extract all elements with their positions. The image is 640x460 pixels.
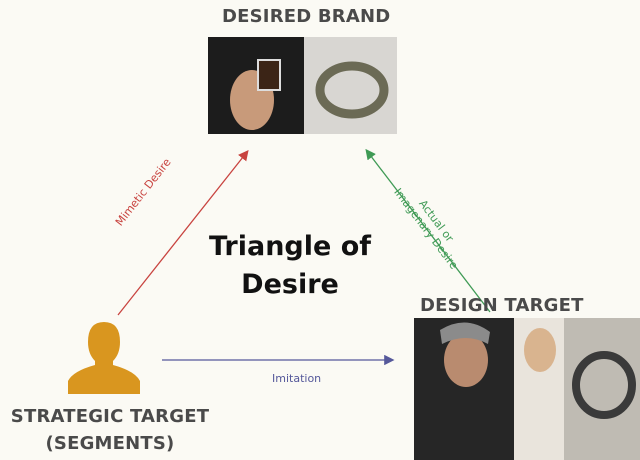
desired-brand-image <box>208 37 397 134</box>
person-icon <box>68 322 140 394</box>
strategic-target-line: STRATEGIC TARGET <box>10 406 210 427</box>
actual-arrow <box>365 148 491 313</box>
design-target-image <box>414 318 640 460</box>
strategic-target-label: STRATEGIC TARGET (SEGMENTS) <box>10 403 210 457</box>
mimetic-arrow <box>117 149 249 316</box>
imitation-label: Imitation <box>272 372 322 385</box>
title-line-2: Desire <box>241 269 339 300</box>
design-target-label: DESIGN TARGET <box>420 295 584 316</box>
desired-brand-label: DESIRED BRAND <box>222 6 391 27</box>
segments-line: (SEGMENTS) <box>45 433 175 454</box>
title-line-1: Triangle of <box>208 231 372 262</box>
diagram-title: Triangle of Desire <box>190 228 390 304</box>
